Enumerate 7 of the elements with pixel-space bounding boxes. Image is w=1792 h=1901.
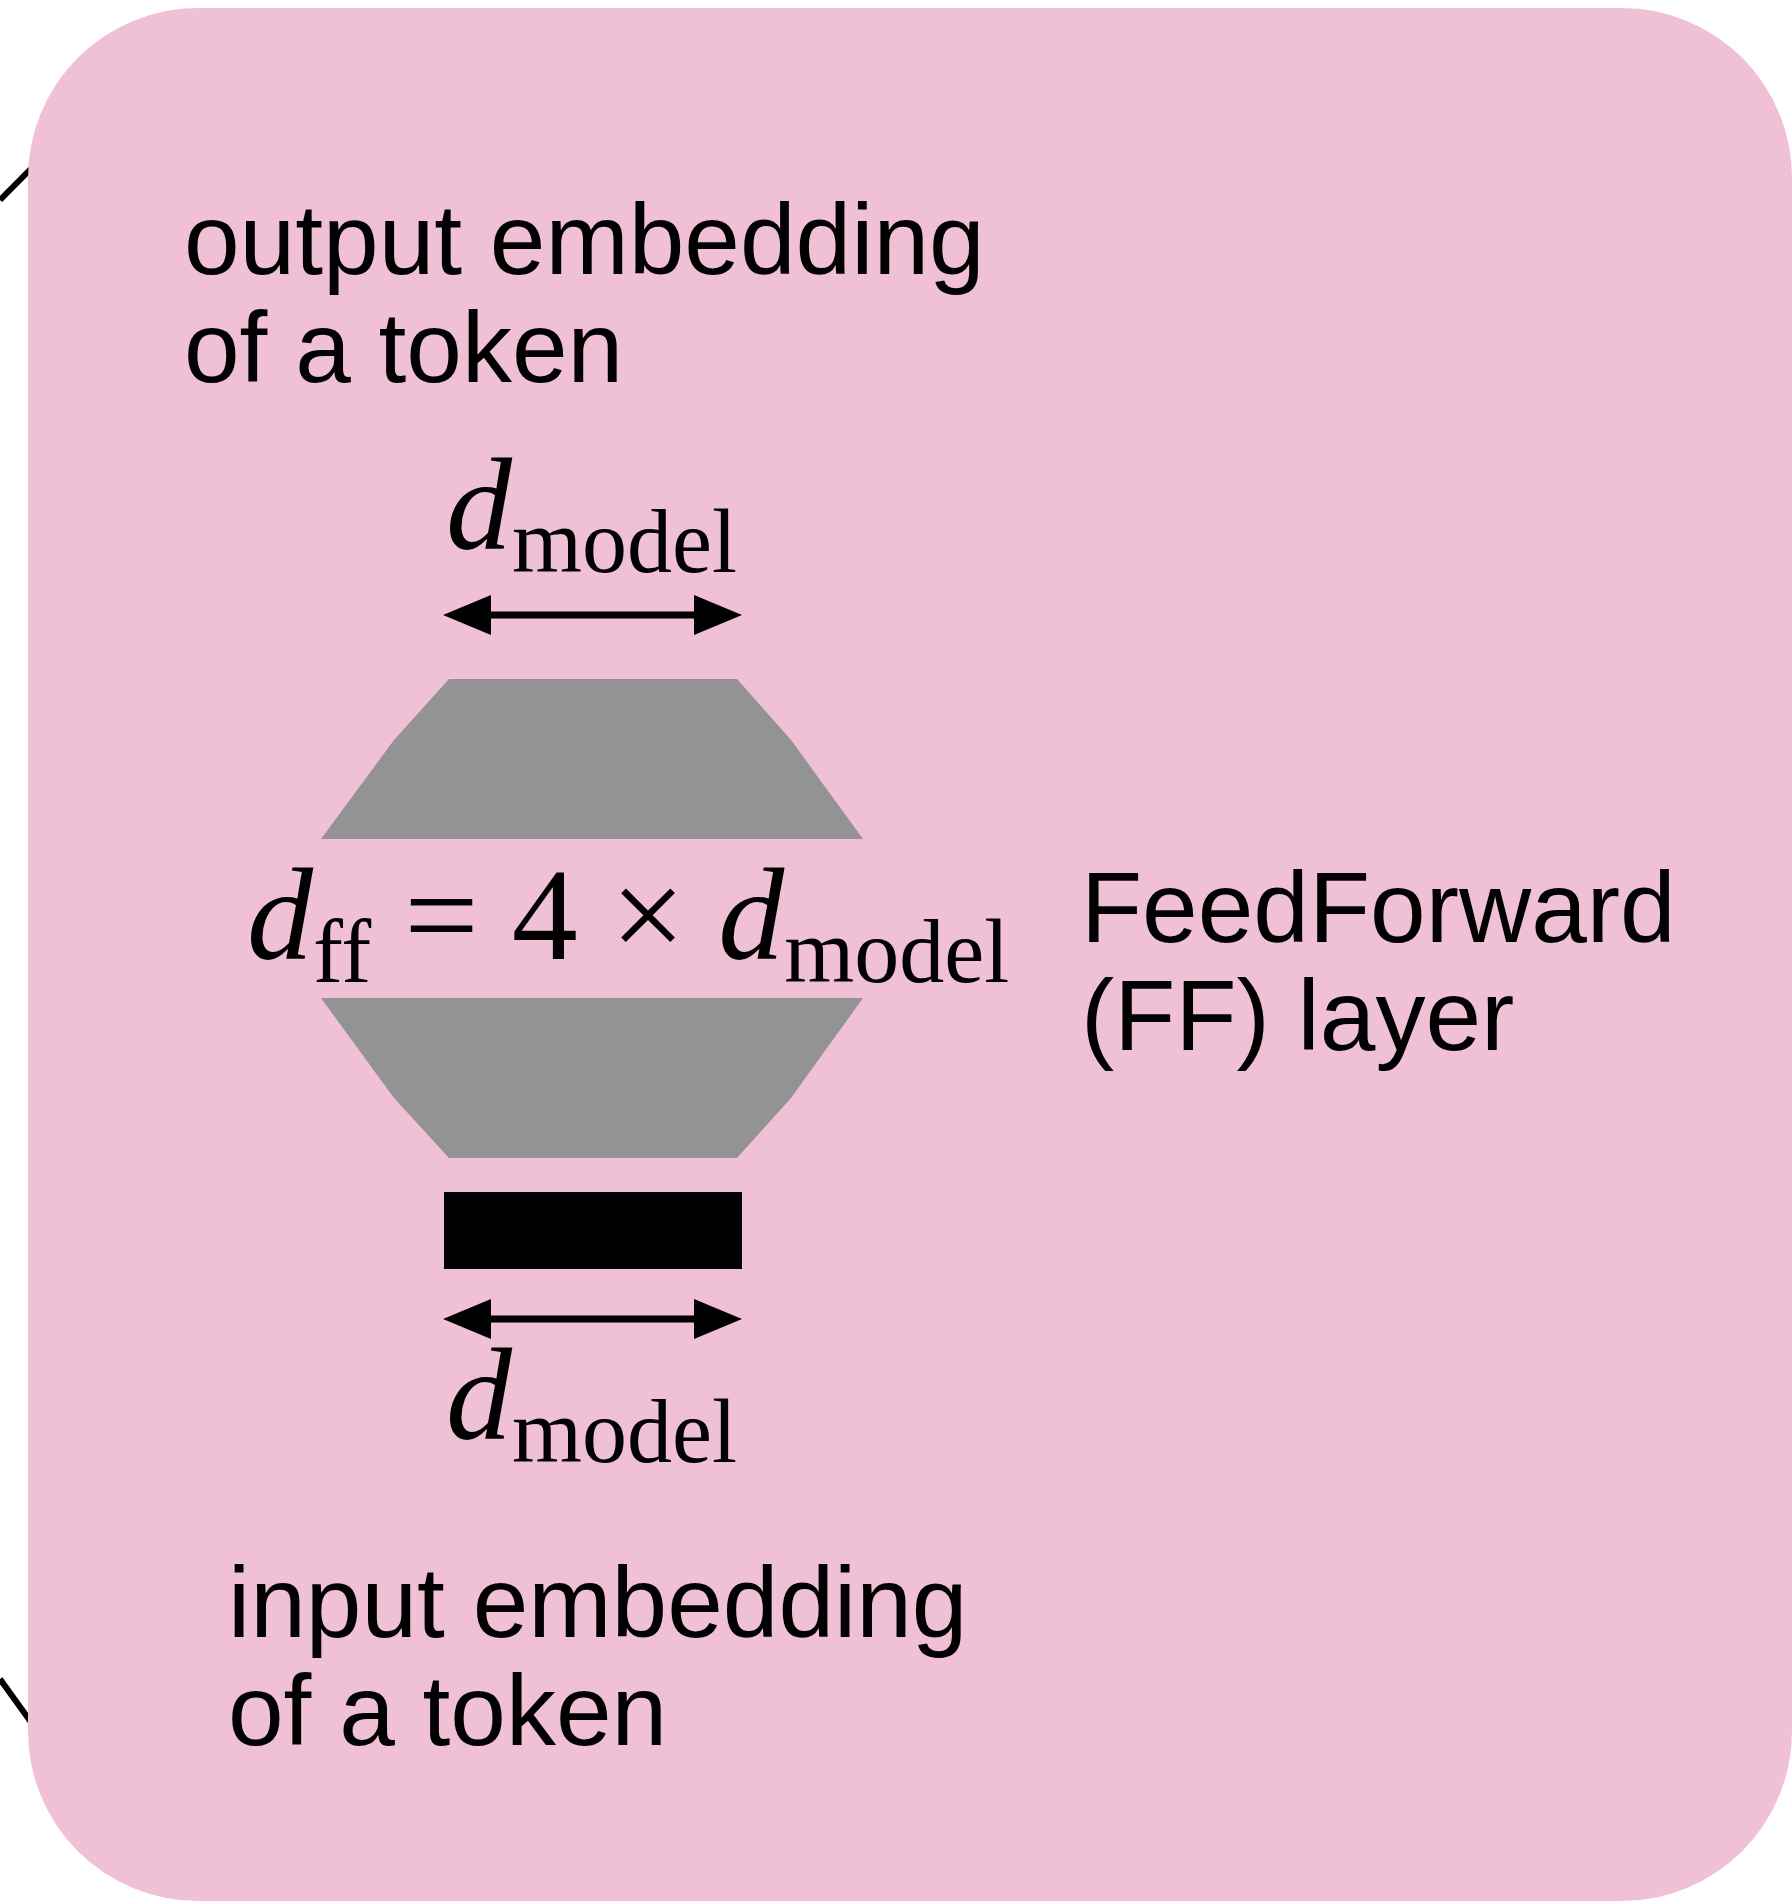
embedding-bar <box>444 1192 742 1269</box>
layer-panel <box>28 8 1792 1901</box>
input-caption: input embedding of a token <box>228 1548 969 1764</box>
layer-trapezoid <box>321 998 863 1158</box>
output-caption: output embedding of a token <box>184 185 986 401</box>
layer-trapezoid <box>321 679 863 839</box>
layer-title: FeedForward (FF) layer <box>1081 853 1677 1069</box>
